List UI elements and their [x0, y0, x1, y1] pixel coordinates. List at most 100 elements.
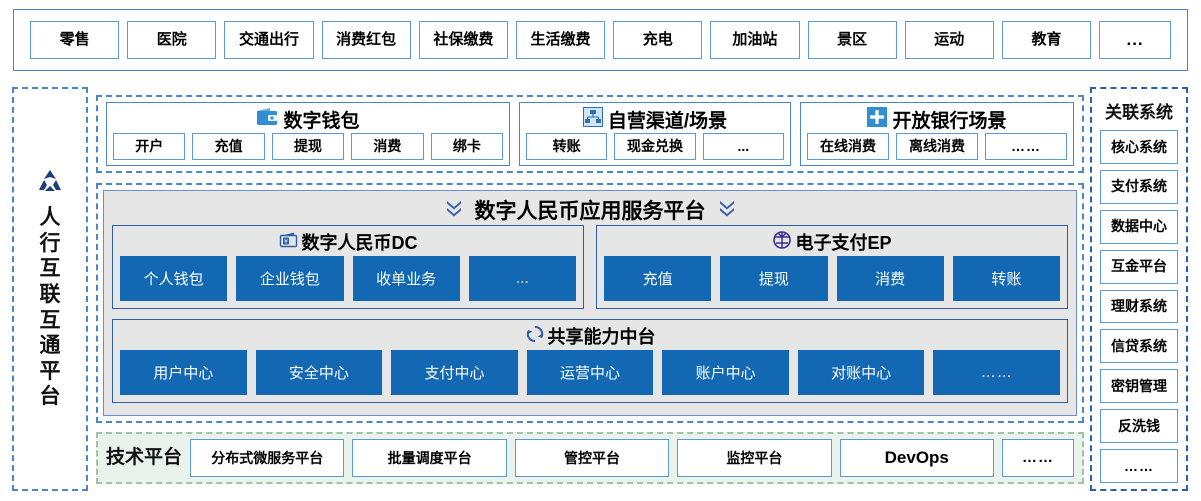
double-chevron-down-icon-right — [718, 197, 736, 224]
related-system-core[interactable]: 核心系统 — [1100, 130, 1178, 164]
related-system-datacenter[interactable]: 数据中心 — [1100, 209, 1178, 244]
related-system-wealth[interactable]: 理财系统 — [1100, 289, 1178, 324]
scenario-chip-transport[interactable]: 交通出行 — [224, 21, 314, 59]
self-item-cash-exchange[interactable]: 现金兑换 — [614, 133, 696, 160]
tech-item-devops[interactable]: DevOps — [839, 439, 994, 477]
tech-platform-label: 技术平台 — [106, 446, 183, 468]
shared-capability-head: 共享能力中台 — [525, 322, 656, 350]
sub-panel-title-ep: 电子支付EP — [795, 233, 892, 253]
channel-title-open-banking: 开放银行场景 — [892, 111, 1007, 132]
scenario-chip-retail[interactable]: 零售 — [30, 21, 120, 59]
sub-panel-electronic-payment-ep: 电子支付EP 充值 提现 消费 转账 — [596, 225, 1068, 309]
channel-title-self-operated: 自营渠道/场景 — [607, 111, 728, 132]
shared-item-operation-center[interactable]: 运营中心 — [526, 350, 654, 395]
dc-item-personal-wallet[interactable]: 个人钱包 — [120, 256, 228, 301]
scenario-bar: 零售 医院 交通出行 消费红包 社保缴费 生活缴费 充电 加油站 景区 运动 教… — [13, 9, 1188, 71]
double-chevron-down-icon — [445, 197, 463, 224]
left-pillar-pboc-platform: 人行互联互通平台 — [12, 87, 88, 491]
wallet-item-topup[interactable]: 充值 — [192, 133, 265, 160]
scenario-chip-sports[interactable]: 运动 — [904, 21, 994, 59]
right-pillar-related-systems: 关联系统 核心系统 支付系统 数据中心 互金平台 理财系统 信贷系统 密钥管理 … — [1090, 87, 1188, 491]
scenario-chip-gasstation[interactable]: 加油站 — [710, 21, 800, 59]
channel-head-self-operated: 自营渠道/场景 — [582, 106, 728, 133]
wallet-yuan-icon: ¥ — [279, 231, 299, 254]
tech-item-monitoring[interactable]: 监控平台 — [677, 439, 832, 477]
wallet-item-bind-card[interactable]: 绑卡 — [430, 133, 504, 160]
scenario-chip-education[interactable]: 教育 — [1001, 21, 1092, 59]
platform-dashed-wrapper: 数字人民币应用服务平台 — [96, 183, 1084, 423]
scenario-chip-socialsec[interactable]: 社保缴费 — [418, 21, 508, 59]
scenario-chip-scenicarea[interactable]: 景区 — [807, 21, 897, 59]
self-item-transfer[interactable]: 转账 — [526, 133, 608, 160]
ep-item-spend[interactable]: 消费 — [836, 256, 944, 301]
platform-title-row: 数字人民币应用服务平台 — [445, 195, 736, 225]
related-system-keymgmt[interactable]: 密钥管理 — [1100, 369, 1178, 404]
wallet-icon — [256, 107, 278, 132]
platform-title: 数字人民币应用服务平台 — [474, 200, 706, 223]
sub-panel-head-dc: ¥ 数字人民币DC — [279, 228, 418, 256]
shared-capability-items: 用户中心 安全中心 支付中心 运营中心 账户中心 对账中心 …… — [120, 350, 1061, 395]
related-system-credit[interactable]: 信贷系统 — [1100, 329, 1178, 364]
wallet-item-withdraw[interactable]: 提现 — [271, 133, 345, 160]
related-system-more[interactable]: …… — [1100, 449, 1178, 484]
openbank-item-more[interactable]: …… — [985, 133, 1067, 160]
platform-sub-panels: ¥ 数字人民币DC 个人钱包 企业钱包 收单业务 ... — [112, 225, 1068, 309]
wallet-item-open-account[interactable]: 开户 — [113, 133, 186, 160]
channel-items-open-banking: 在线消费 离线消费 …… — [807, 133, 1067, 160]
dc-item-more[interactable]: ... — [468, 256, 576, 301]
center-column: 数字钱包 开户 充值 提现 消费 绑卡 — [96, 87, 1084, 491]
shared-capability-platform: 共享能力中台 用户中心 安全中心 支付中心 运营中心 账户中心 对账中心 …… — [112, 319, 1068, 403]
sub-panel-items-dc: 个人钱包 企业钱包 收单业务 ... — [120, 256, 576, 301]
shared-item-security-center[interactable]: 安全中心 — [255, 350, 383, 395]
tech-item-control[interactable]: 管控平台 — [514, 439, 670, 477]
scenario-chip-more[interactable]: ... — [1099, 21, 1172, 59]
openbank-item-offline-spend[interactable]: 离线消费 — [896, 133, 978, 160]
left-pillar-title: 人行互联互通平台 — [39, 206, 61, 409]
related-system-internetfin[interactable]: 互金平台 — [1100, 249, 1178, 284]
sub-panel-digital-rmb-dc: ¥ 数字人民币DC 个人钱包 企业钱包 收单业务 ... — [112, 225, 584, 309]
channel-items-self-operated: 转账 现金兑换 ... — [526, 133, 784, 160]
payment-wheel-icon — [772, 230, 792, 255]
channel-title-digital-wallet: 数字钱包 — [283, 111, 360, 132]
dc-item-enterprise-wallet[interactable]: 企业钱包 — [236, 256, 344, 301]
scenario-chip-hospital[interactable]: 医院 — [127, 21, 217, 59]
related-system-aml[interactable]: 反洗钱 — [1100, 409, 1178, 444]
cross-plus-icon — [867, 107, 888, 132]
related-system-payment[interactable]: 支付系统 — [1100, 169, 1178, 204]
tech-platform-strip: 技术平台 分布式微服务平台 批量调度平台 管控平台 监控平台 DevOps …… — [96, 432, 1084, 484]
related-systems-title: 关联系统 — [1105, 103, 1173, 122]
tech-item-microservice[interactable]: 分布式微服务平台 — [190, 439, 345, 477]
openbank-item-online-spend[interactable]: 在线消费 — [807, 133, 889, 160]
tech-item-more[interactable]: …… — [1001, 439, 1074, 477]
sub-panel-title-dc: 数字人民币DC — [301, 233, 418, 253]
channel-items-digital-wallet: 开户 充值 提现 消费 绑卡 — [113, 133, 504, 160]
tech-item-batch-schedule[interactable]: 批量调度平台 — [352, 439, 507, 477]
channel-head-digital-wallet: 数字钱包 — [256, 106, 360, 133]
ep-item-withdraw[interactable]: 提现 — [720, 256, 828, 301]
org-chart-icon — [582, 107, 603, 132]
shared-item-user-center[interactable]: 用户中心 — [120, 350, 247, 395]
shared-item-payment-center[interactable]: 支付中心 — [391, 350, 518, 395]
shared-item-reconciliation-center[interactable]: 对账中心 — [797, 350, 925, 395]
shared-item-account-center[interactable]: 账户中心 — [662, 350, 789, 395]
tri-node-icon — [35, 168, 65, 199]
shared-item-more[interactable]: …… — [933, 350, 1061, 395]
ep-item-topup[interactable]: 充值 — [604, 256, 712, 301]
digital-rmb-service-platform: 数字人民币应用服务平台 — [103, 190, 1077, 416]
channel-head-open-banking: 开放银行场景 — [867, 106, 1007, 133]
scenario-chip-utilities[interactable]: 生活缴费 — [515, 21, 606, 59]
dc-item-acquiring[interactable]: 收单业务 — [352, 256, 460, 301]
wallet-item-spend[interactable]: 消费 — [351, 133, 424, 160]
scenario-chip-charging[interactable]: 充电 — [613, 21, 703, 59]
channel-box-digital-wallet: 数字钱包 开户 充值 提现 消费 绑卡 — [106, 102, 510, 166]
svg-text:¥: ¥ — [284, 238, 288, 245]
channel-box-open-banking: 开放银行场景 在线消费 离线消费 …… — [800, 102, 1074, 166]
related-systems-list: 核心系统 支付系统 数据中心 互金平台 理财系统 信贷系统 密钥管理 反洗钱 …… — [1100, 130, 1178, 484]
ep-item-transfer[interactable]: 转账 — [952, 256, 1060, 301]
scenario-chip-redpacket[interactable]: 消费红包 — [321, 21, 411, 59]
channel-box-self-operated: 自营渠道/场景 转账 现金兑换 ... — [519, 102, 791, 166]
sub-panel-items-ep: 充值 提现 消费 转账 — [604, 256, 1060, 301]
self-item-more[interactable]: ... — [702, 133, 784, 160]
recycle-arrows-icon — [525, 324, 545, 349]
